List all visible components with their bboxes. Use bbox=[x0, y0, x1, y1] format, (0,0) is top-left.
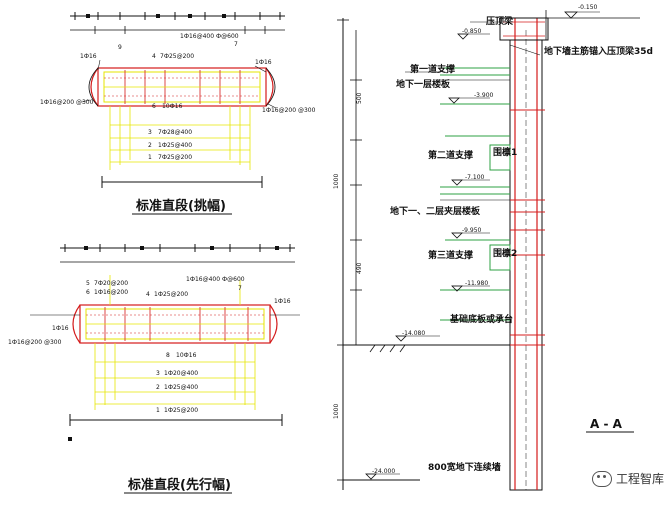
label-right-tag: 1Ф16 bbox=[255, 59, 272, 66]
label-crown-beam: 压顶梁 bbox=[486, 15, 514, 27]
label-base-slab: 基础底板或承台 bbox=[449, 313, 513, 325]
label-bar2: 1Ф25@400 bbox=[158, 142, 192, 149]
dim-a: 490 bbox=[356, 262, 363, 274]
panel-standard-section-leading: 5 7Ф20@200 6 1Ф16@200 4 1Ф25@200 1Ф16@40… bbox=[8, 244, 300, 494]
label-left-tag: 1Ф16 bbox=[80, 53, 97, 60]
label-n3b: 3 bbox=[156, 370, 160, 377]
label-left-tag-b: 1Ф16 bbox=[52, 325, 69, 332]
label-n6b: 6 bbox=[86, 289, 90, 296]
label-anchor-note: 地下墙主筋锚入压顶梁35d bbox=[544, 45, 653, 57]
label-bar1: 7Ф25@200 bbox=[158, 154, 192, 161]
label-n9: 9 bbox=[118, 44, 122, 51]
wechat-icon bbox=[591, 470, 612, 487]
label-bar7b: 1Ф16@400 Ф@600 bbox=[186, 276, 245, 283]
label-n3: 3 bbox=[148, 129, 152, 136]
label-bar5: 7Ф20@200 bbox=[94, 280, 128, 287]
label-n1b: 1 bbox=[156, 407, 160, 414]
title-standard-leading: 标准直段(先行幅) bbox=[127, 477, 231, 493]
label-bar4: 7Ф25@200 bbox=[160, 53, 194, 60]
label-n1: 1 bbox=[148, 154, 152, 161]
panel-section-a-a: 1000 500 490 1000 bbox=[333, 4, 653, 491]
watermark: 工程智库 bbox=[591, 470, 664, 487]
label-n4: 4 bbox=[152, 53, 156, 60]
label-n5: 5 bbox=[86, 280, 90, 287]
label-bar7: 1Ф16@400 Ф@600 bbox=[180, 33, 239, 40]
label-floor-b2: 地下一、二层夹层楼板 bbox=[390, 205, 481, 217]
elev-5: -11.980 bbox=[465, 280, 488, 287]
label-diaphragm-wall: 800宽地下连续墙 bbox=[428, 461, 501, 473]
label-n2: 2 bbox=[148, 142, 152, 149]
dim-lower: 1000 bbox=[333, 404, 340, 419]
elev-bottom: -24.000 bbox=[372, 468, 395, 475]
watermark-text: 工程智库 bbox=[615, 472, 664, 486]
panel-standard-section-cantilever: 1Ф16 9 4 7Ф25@200 1Ф16@400 Ф@600 7 1Ф16 … bbox=[40, 12, 316, 215]
label-bar3: 7Ф28@400 bbox=[158, 129, 192, 136]
label-n7: 7 bbox=[234, 41, 238, 48]
title-standard-cantilever: 标准直段(挑幅) bbox=[135, 198, 226, 214]
label-strut-3: 第三道支撑 bbox=[428, 249, 473, 261]
label-floor-b1: 地下一层楼板 bbox=[396, 78, 451, 90]
label-bar1b: 1Ф25@200 bbox=[164, 407, 198, 414]
elev-1: -0.850 bbox=[462, 28, 482, 35]
label-bar2b: 1Ф25@400 bbox=[164, 384, 198, 391]
title-section-a-a: A - A bbox=[590, 417, 623, 431]
label-left-dist-b: 1Ф16@200 @300 bbox=[8, 339, 62, 346]
label-right-tag-b: 1Ф16 bbox=[274, 298, 291, 305]
label-bar3b: 1Ф20@400 bbox=[164, 370, 198, 377]
elev-4: -9.950 bbox=[462, 227, 482, 234]
elev-3: -7.100 bbox=[465, 174, 485, 181]
label-right-dist: 1Ф16@200 @300 bbox=[262, 107, 316, 114]
label-left-dist: 1Ф16@200 @300 bbox=[40, 99, 94, 106]
label-n8b: 8 bbox=[166, 352, 170, 359]
label-strut-2: 第二道支撑 bbox=[428, 149, 473, 161]
label-n4b: 4 bbox=[146, 291, 150, 298]
label-bar4b: 1Ф25@200 bbox=[154, 291, 188, 298]
label-bar6b: 1Ф16@200 bbox=[94, 289, 128, 296]
dim-mid: 500 bbox=[356, 92, 363, 104]
label-waler-2: 围檩2 bbox=[493, 247, 517, 259]
label-bar8b: 10Ф16 bbox=[176, 352, 197, 359]
label-bar6: 10Ф16 bbox=[162, 103, 183, 110]
elev-top: -0.150 bbox=[578, 4, 598, 11]
elev-6: -14.080 bbox=[402, 330, 425, 337]
dim-total: 1000 bbox=[333, 174, 340, 189]
label-n7b: 7 bbox=[238, 285, 242, 292]
label-n2b: 2 bbox=[156, 384, 160, 391]
label-n6: 6 bbox=[152, 103, 156, 110]
label-strut-1: 第一道支撑 bbox=[410, 63, 455, 75]
elev-2: -3.900 bbox=[474, 92, 494, 99]
label-waler-1: 围檩1 bbox=[493, 146, 517, 158]
